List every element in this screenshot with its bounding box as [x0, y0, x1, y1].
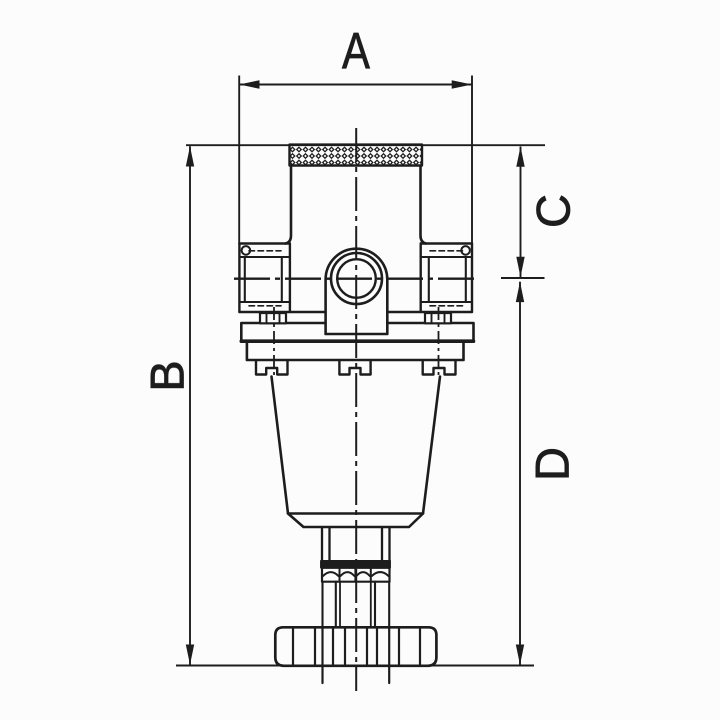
knob-scallop-lines — [291, 626, 422, 667]
bonnet-right-side — [419, 164, 428, 245]
dimension-d — [515, 281, 525, 665]
upper-bolt-head-left — [258, 311, 288, 325]
dim-a-arrow-right — [451, 80, 472, 89]
dimension-label-d: D — [525, 446, 579, 481]
dim-d-arrow-top — [515, 281, 525, 303]
dim-b-arrow-top — [185, 146, 195, 167]
dim-b-arrow-bottom — [185, 644, 195, 665]
adjusting-screw — [321, 580, 391, 629]
mounting-tab-left — [254, 359, 289, 376]
dimension-label-c: C — [526, 193, 580, 228]
mounting-tab-center — [338, 359, 372, 376]
bonnet-left-side — [284, 164, 293, 245]
centerlines — [234, 128, 477, 691]
dimension-a — [238, 75, 473, 244]
dimension-label-a: A — [341, 22, 370, 80]
dim-a-arrow-left — [239, 80, 260, 89]
bowl-right-side — [421, 375, 442, 515]
stem — [320, 525, 391, 562]
dim-c-arrow-bottom — [516, 256, 525, 277]
dim-d-arrow-bottom — [515, 644, 525, 665]
lock-nut-facet-arcs — [322, 571, 390, 577]
dim-c-arrow-top — [516, 146, 525, 167]
dimension-system — [176, 75, 545, 667]
dimension-label-b: B — [140, 360, 194, 392]
dimension-c — [516, 146, 525, 277]
bowl-left-side — [270, 375, 290, 515]
dimension-b — [185, 146, 195, 665]
